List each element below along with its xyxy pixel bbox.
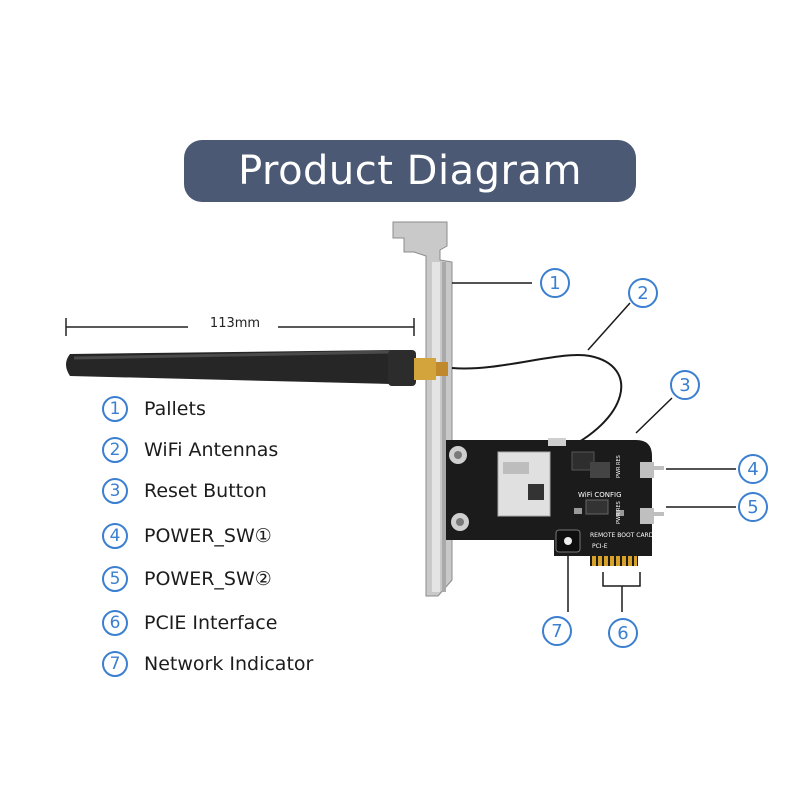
metal-bracket <box>392 221 453 597</box>
antenna-cable <box>451 354 623 453</box>
leader-lines <box>452 282 736 612</box>
legend-label: POWER_SW② <box>144 568 272 590</box>
legend-label: WiFi Antennas <box>144 439 279 461</box>
legend-label: PCIE Interface <box>144 612 278 634</box>
legend-label: POWER_SW① <box>144 525 272 547</box>
legend-number: 1 <box>102 396 128 422</box>
wifi-config-label: WiFi CONFIG <box>578 491 622 499</box>
legend-number: 4 <box>102 523 128 549</box>
legend-label: Reset Button <box>144 480 267 502</box>
callout-6: 6 <box>608 618 638 648</box>
pcie-label: PCI-E <box>592 543 608 550</box>
dimension-line <box>65 318 415 336</box>
legend-label: Pallets <box>144 398 206 420</box>
antenna <box>66 350 448 386</box>
legend-item: 3 Reset Button <box>102 474 267 508</box>
remote-boot-label: REMOTE BOOT CARD <box>590 532 654 539</box>
legend-number: 2 <box>102 437 128 463</box>
legend-number: 6 <box>102 610 128 636</box>
legend-item: 5 POWER_SW② <box>102 562 272 596</box>
legend-item: 2 WiFi Antennas <box>102 433 278 467</box>
callout-3: 3 <box>670 370 700 400</box>
callout-1: 1 <box>540 268 570 298</box>
pcb-board <box>446 438 664 566</box>
legend-label: Network Indicator <box>144 653 314 675</box>
callout-5: 5 <box>738 492 768 522</box>
dimension-label: 113mm <box>209 316 261 331</box>
title-banner: Product Diagram <box>184 140 636 202</box>
callout-4: 4 <box>738 454 768 484</box>
callout-7: 7 <box>542 616 572 646</box>
pwr-res-top-label: PWR RES <box>616 455 622 478</box>
legend-item: 6 PCIE Interface <box>102 606 277 640</box>
legend-number: 5 <box>102 566 128 592</box>
legend-number: 3 <box>102 478 128 504</box>
legend-item: 1 Pallets <box>102 392 206 426</box>
legend-number: 7 <box>102 651 128 677</box>
legend-item: 4 POWER_SW① <box>102 519 272 553</box>
legend-item: 7 Network Indicator <box>102 647 313 681</box>
callout-2: 2 <box>628 278 658 308</box>
pwr-res-bottom-label: PWR RES <box>616 501 622 524</box>
